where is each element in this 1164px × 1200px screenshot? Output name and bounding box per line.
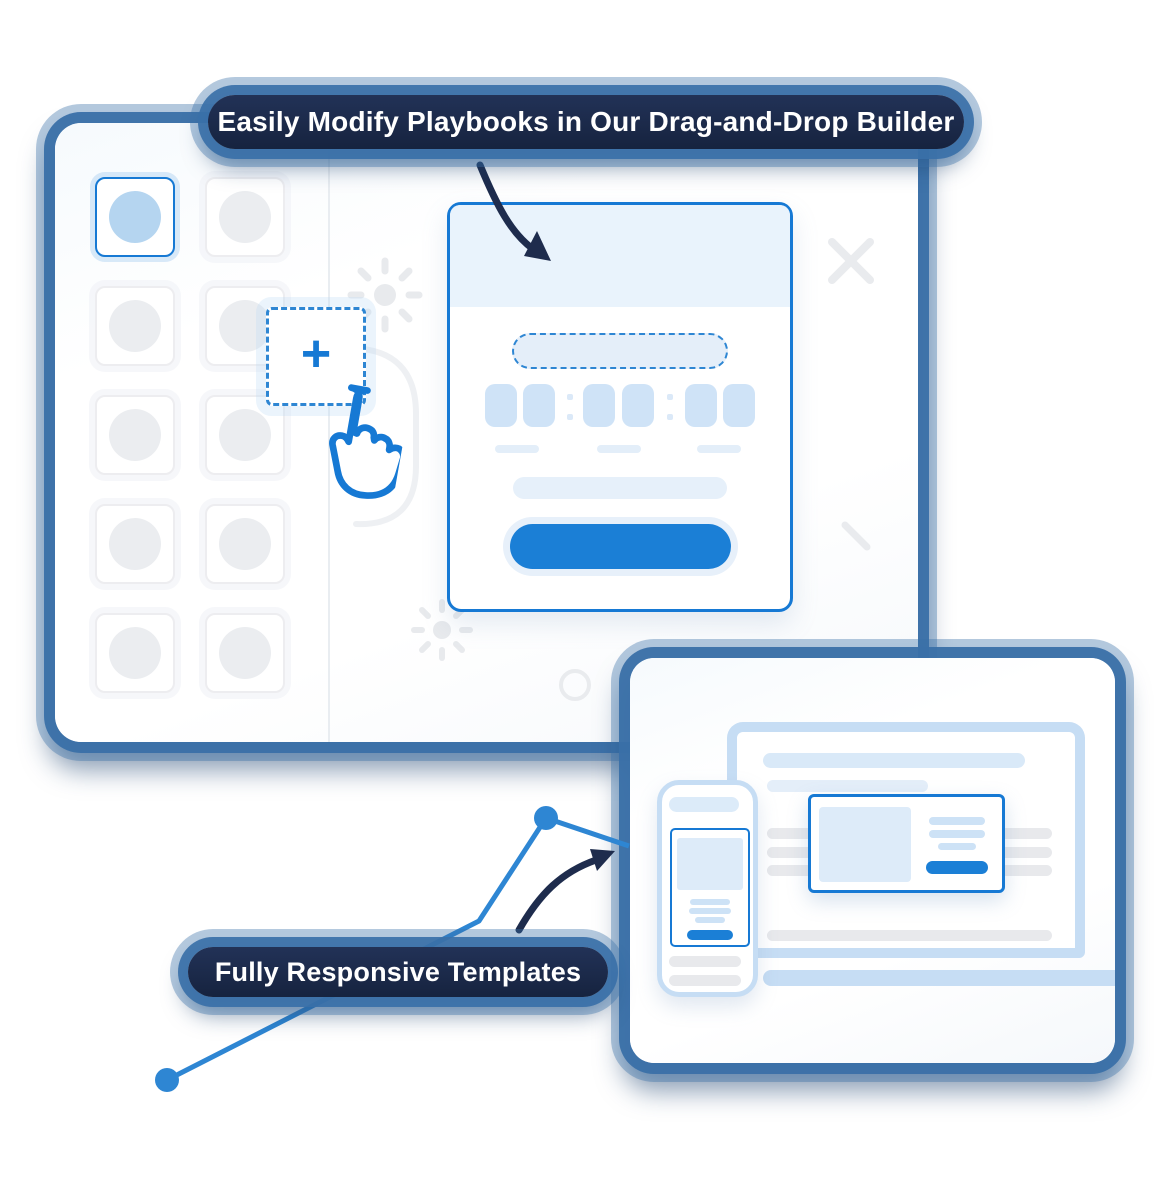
timer-unit-label (495, 445, 539, 453)
template-thumbnail-circle (219, 518, 271, 570)
card-text-line (695, 917, 725, 923)
template-tile[interactable] (205, 613, 285, 693)
connector-dot (155, 1068, 179, 1092)
template-tile[interactable] (205, 395, 285, 475)
timer-digit-block (523, 384, 555, 427)
phone-header-bar (669, 797, 739, 812)
text-placeholder-bar (513, 477, 727, 499)
builder-panel: + (55, 123, 918, 742)
template-sidebar (55, 123, 330, 742)
template-tile-selected[interactable] (95, 177, 175, 257)
template-tile[interactable] (95, 286, 175, 366)
template-thumbnail-circle (109, 409, 161, 461)
cross-icon (828, 238, 874, 284)
laptop-text-row (767, 930, 1052, 941)
connector-dot (534, 806, 558, 830)
timer-digit-block (723, 384, 755, 427)
template-tile[interactable] (205, 177, 285, 257)
template-thumbnail-circle (219, 300, 271, 352)
card-image-placeholder (819, 807, 911, 882)
card-button-mockup[interactable] (687, 930, 733, 940)
laptop-content-card (808, 794, 1005, 893)
cta-button-mockup[interactable] (510, 524, 731, 569)
card-button-mockup[interactable] (926, 861, 988, 874)
form-card-header (450, 205, 790, 307)
timer-colon (667, 390, 673, 426)
phone-mockup (657, 780, 758, 997)
laptop-header-bar (763, 753, 1025, 768)
template-tile[interactable] (95, 395, 175, 475)
card-image-placeholder (677, 838, 743, 890)
phone-content-card (670, 828, 750, 947)
callout-banner-builder: Easily Modify Playbooks in Our Drag-and-… (208, 95, 964, 149)
card-text-line (690, 899, 730, 905)
dash-icon (841, 521, 871, 551)
template-thumbnail-circle (219, 627, 271, 679)
template-tile[interactable] (95, 504, 175, 584)
card-text-line (689, 908, 731, 914)
callout-banner-responsive-label: Fully Responsive Templates (214, 956, 582, 987)
template-thumbnail-circle (219, 409, 271, 461)
phone-text-row (669, 975, 741, 986)
card-text-line (938, 843, 976, 850)
phone-text-row (669, 956, 741, 967)
laptop-base (763, 970, 1115, 986)
timer-colon (567, 390, 573, 426)
arrowhead-icon (590, 849, 615, 871)
card-text-line (929, 830, 985, 838)
template-thumbnail-circle (219, 191, 271, 243)
timer-unit-label (697, 445, 741, 453)
add-block-drop-target[interactable]: + (266, 307, 366, 406)
plus-icon: + (300, 324, 332, 383)
template-tile[interactable] (205, 504, 285, 584)
circle-outline-icon (559, 669, 591, 701)
drop-placeholder-field[interactable] (512, 333, 728, 369)
timer-digit-block (622, 384, 654, 427)
timer-digit-block (583, 384, 615, 427)
template-thumbnail-circle (109, 627, 161, 679)
callout-banner-responsive: Fully Responsive Templates (188, 947, 608, 997)
template-thumbnail-circle (109, 518, 161, 570)
curved-arrow-icon (515, 856, 600, 934)
timer-digit-block (485, 384, 517, 427)
callout-banner-builder-label: Easily Modify Playbooks in Our Drag-and-… (217, 106, 955, 137)
template-tile[interactable] (95, 613, 175, 693)
template-thumbnail-circle (109, 191, 161, 243)
template-tile-grid (95, 177, 285, 693)
responsive-preview-panel (630, 658, 1115, 1063)
laptop-subheader-bar (767, 780, 928, 792)
template-thumbnail-circle (109, 300, 161, 352)
timer-digit-block (685, 384, 717, 427)
timer-unit-label (597, 445, 641, 453)
form-card-mockup (447, 202, 793, 612)
card-text-line (929, 817, 985, 825)
